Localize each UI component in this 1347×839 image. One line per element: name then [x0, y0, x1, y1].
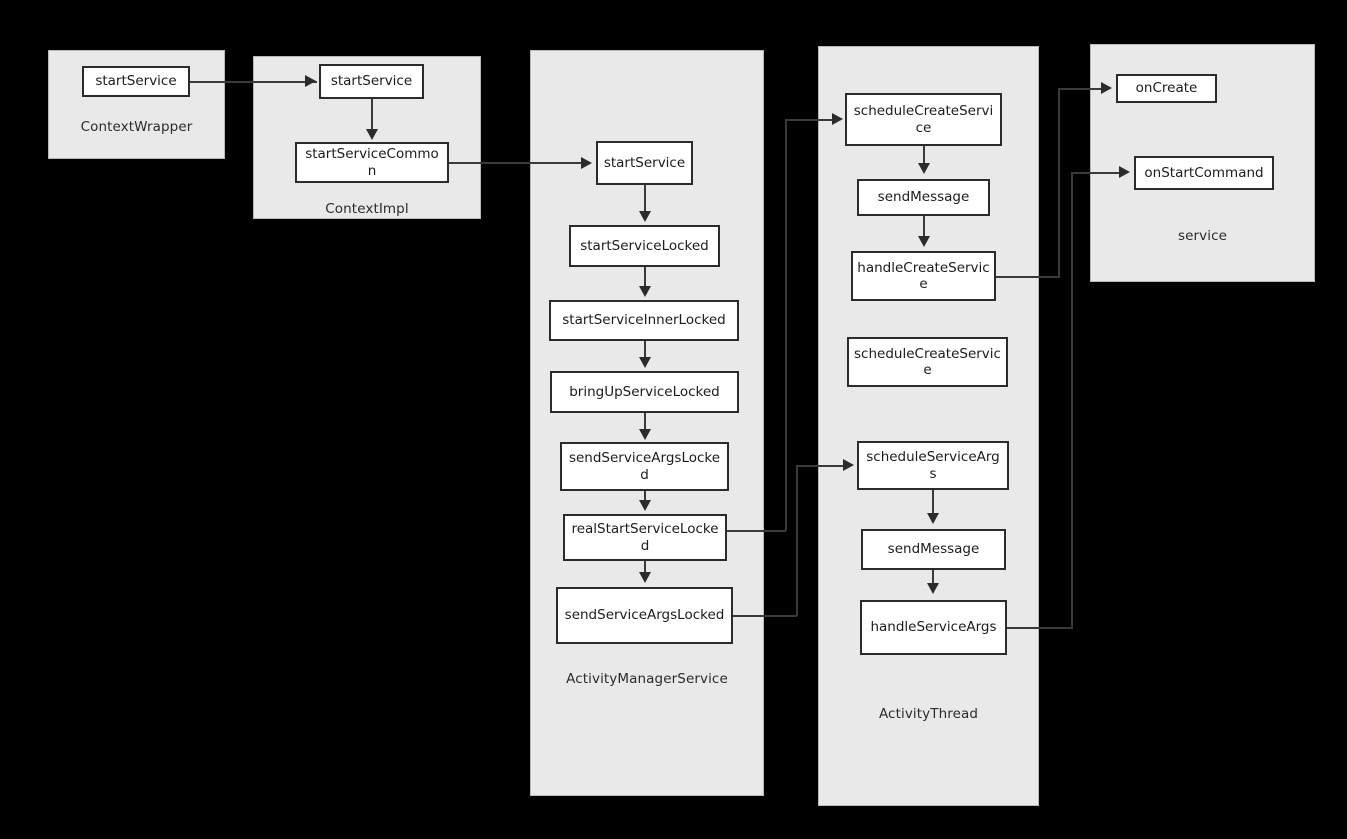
edge-ams_sendServiceArgsLocked2-to-at_scheduleServiceArgs: [796, 465, 844, 467]
panel-label-activity_thread: ActivityThread: [878, 706, 979, 722]
node-ci_startService[interactable]: startService: [319, 64, 424, 99]
node-ams_realStartServiceLocked[interactable]: realStartServiceLocked: [563, 514, 727, 561]
edge-at_handleServiceArgs-to-svc_onStartCommand: [1071, 172, 1073, 629]
node-svc_onCreate[interactable]: onCreate: [1116, 74, 1217, 103]
edge-ci_startService-to-ci_startServiceCommon: [371, 99, 373, 131]
edge-ams_startService-to-ams_startServiceLocked: [644, 185, 646, 212]
edge-at_sendMessage2-to-at_handleServiceArgs-arrowhead: [927, 583, 939, 594]
edge-ci_startService-to-ci_startServiceCommon-arrowhead: [366, 129, 378, 140]
edge-at_scheduleCreateService-to-at_sendMessage1: [923, 146, 925, 165]
edge-ams_realStartServiceLocked-to-ams_sendServiceArgsLocked2: [644, 561, 646, 575]
node-at_handleServiceArgs[interactable]: handleServiceArgs: [860, 600, 1007, 655]
edge-ams_realStartServiceLocked-to-at_scheduleCreateService-arrowhead: [832, 113, 843, 125]
panel-label-context_impl: ContextImpl: [325, 201, 409, 217]
node-ams_sendServiceArgsLocked1[interactable]: sendServiceArgsLocked: [560, 442, 729, 491]
edge-cw_startService-to-ci_startService-arrowhead: [305, 75, 316, 87]
panel-label-context_wrapper: ContextWrapper: [80, 119, 193, 135]
edge-ams_bringUpServiceLocked-to-ams_sendServiceArgsLocked1-arrowhead: [639, 429, 651, 440]
edge-ams_startServiceInnerLocked-to-ams_bringUpServiceLocked-arrowhead: [639, 357, 651, 368]
node-ci_startServiceCommon[interactable]: startServiceCommon: [295, 142, 449, 183]
node-cw_startService[interactable]: startService: [82, 66, 190, 97]
node-at_scheduleCreateService2[interactable]: scheduleCreateService: [847, 337, 1008, 387]
node-at_scheduleCreateService[interactable]: scheduleCreateService: [845, 93, 1002, 146]
edge-ams_realStartServiceLocked-to-ams_sendServiceArgsLocked2-arrowhead: [639, 572, 651, 583]
edge-ams_startServiceLocked-to-ams_startServiceInnerLocked: [644, 267, 646, 289]
panel-label-service: service: [1177, 228, 1228, 244]
edge-ams_sendServiceArgsLocked1-to-ams_realStartServiceLocked: [644, 491, 646, 503]
edge-at_scheduleServiceArgs-to-at_sendMessage2-arrowhead: [927, 513, 939, 524]
edge-at_handleServiceArgs-to-svc_onStartCommand-arrowhead: [1119, 166, 1130, 178]
node-ams_startServiceInnerLocked[interactable]: startServiceInnerLocked: [549, 300, 739, 341]
node-at_sendMessage2[interactable]: sendMessage: [861, 529, 1006, 570]
edge-ams_sendServiceArgsLocked2-to-at_scheduleServiceArgs: [796, 465, 798, 616]
edge-cw_startService-to-ci_startService: [190, 81, 317, 83]
node-ams_sendServiceArgsLocked2[interactable]: sendServiceArgsLocked: [556, 587, 733, 644]
node-at_handleCreateService[interactable]: handleCreateService: [851, 251, 996, 301]
node-ams_startService[interactable]: startService: [596, 141, 693, 185]
edge-at_sendMessage1-to-at_handleCreateService: [923, 216, 925, 238]
edge-at_scheduleCreateService-to-at_sendMessage1-arrowhead: [918, 163, 930, 174]
edge-at_handleServiceArgs-to-svc_onStartCommand: [1071, 172, 1121, 174]
edge-ams_realStartServiceLocked-to-at_scheduleCreateService: [727, 530, 786, 532]
edge-at_handleCreateService-to-svc_onCreate-arrowhead: [1101, 82, 1112, 94]
node-at_sendMessage1[interactable]: sendMessage: [857, 179, 990, 216]
node-at_scheduleServiceArgs[interactable]: scheduleServiceArgs: [857, 441, 1009, 490]
edge-at_handleServiceArgs-to-svc_onStartCommand: [1007, 627, 1072, 629]
edge-ams_realStartServiceLocked-to-at_scheduleCreateService: [785, 119, 787, 531]
node-svc_onStartCommand[interactable]: onStartCommand: [1134, 156, 1274, 190]
edge-at_handleCreateService-to-svc_onCreate: [996, 276, 1059, 278]
edge-ci_startServiceCommon-to-ams_startService: [449, 162, 582, 164]
edge-ams_startService-to-ams_startServiceLocked-arrowhead: [639, 211, 651, 222]
panel-label-ams: ActivityManagerService: [566, 671, 728, 687]
edge-ams_sendServiceArgsLocked2-to-at_scheduleServiceArgs: [733, 615, 797, 617]
edge-ams_sendServiceArgsLocked2-to-at_scheduleServiceArgs-arrowhead: [843, 459, 854, 471]
edge-ams_bringUpServiceLocked-to-ams_sendServiceArgsLocked1: [644, 413, 646, 432]
panel-activity_thread: [818, 46, 1039, 806]
node-ams_startServiceLocked[interactable]: startServiceLocked: [569, 225, 720, 267]
edge-at_scheduleServiceArgs-to-at_sendMessage2: [932, 490, 934, 515]
edge-ams_sendServiceArgsLocked1-to-ams_realStartServiceLocked-arrowhead: [639, 500, 651, 511]
edge-at_handleCreateService-to-svc_onCreate: [1058, 88, 1060, 278]
edge-at_sendMessage2-to-at_handleServiceArgs: [932, 570, 934, 586]
edge-ams_startServiceLocked-to-ams_startServiceInnerLocked-arrowhead: [639, 286, 651, 297]
edge-ams_realStartServiceLocked-to-at_scheduleCreateService: [785, 119, 837, 121]
node-ams_bringUpServiceLocked[interactable]: bringUpServiceLocked: [550, 371, 739, 413]
edge-at_handleCreateService-to-svc_onCreate: [1058, 88, 1103, 90]
edge-at_sendMessage1-to-at_handleCreateService-arrowhead: [918, 236, 930, 247]
edge-ci_startServiceCommon-to-ams_startService-arrowhead: [581, 157, 592, 169]
edge-ams_startServiceInnerLocked-to-ams_bringUpServiceLocked: [644, 341, 646, 360]
